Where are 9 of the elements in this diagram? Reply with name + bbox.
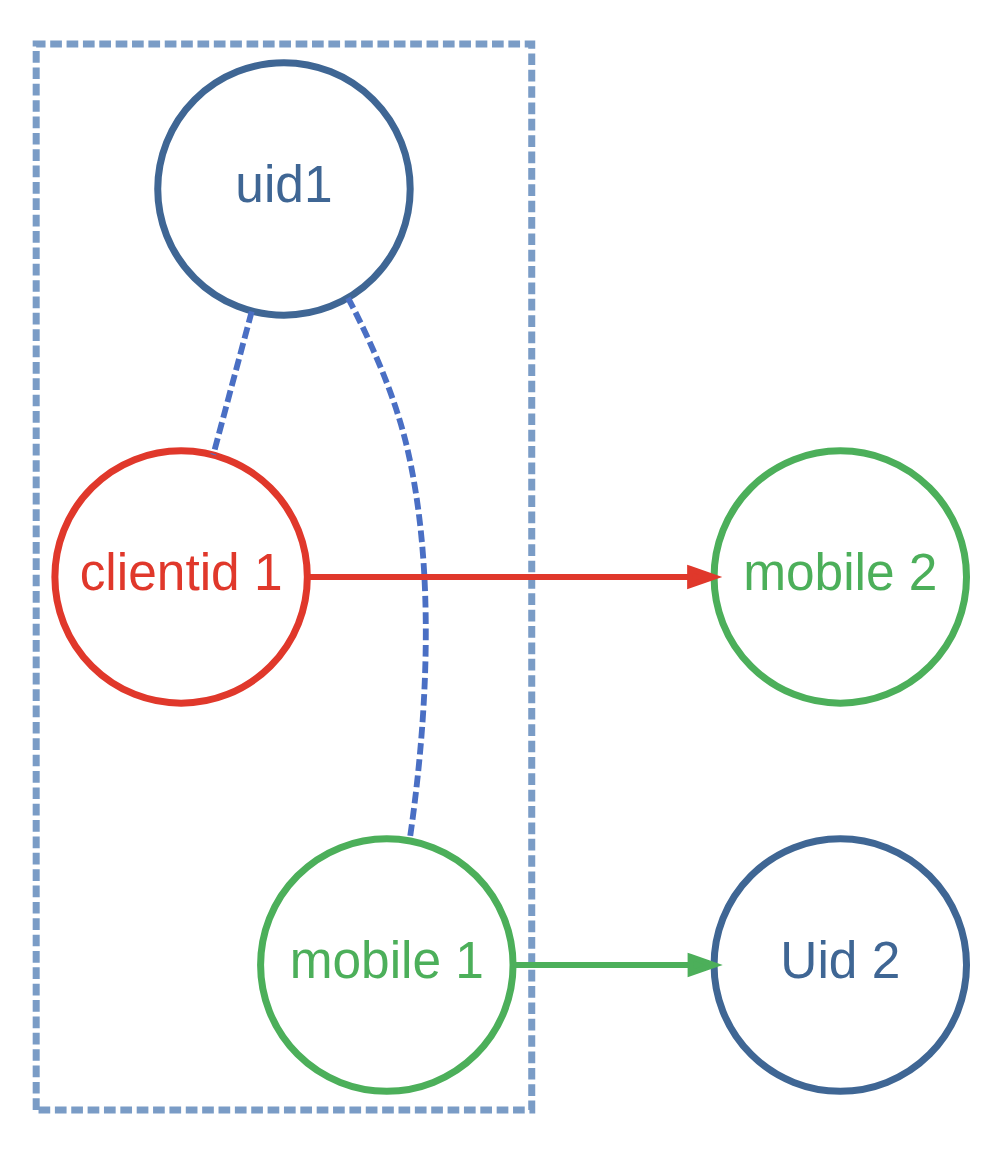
node-circle: uid1 [154,59,414,319]
connector [210,310,255,456]
arrow [513,952,723,978]
node-circle: clientid 1 [51,447,311,707]
cluster [32,40,536,1114]
node-circle: mobile 1 [257,835,517,1095]
node-circle: Uid 2 [710,835,970,1095]
arrow [307,564,723,590]
node-circle: mobile 2 [710,447,970,707]
